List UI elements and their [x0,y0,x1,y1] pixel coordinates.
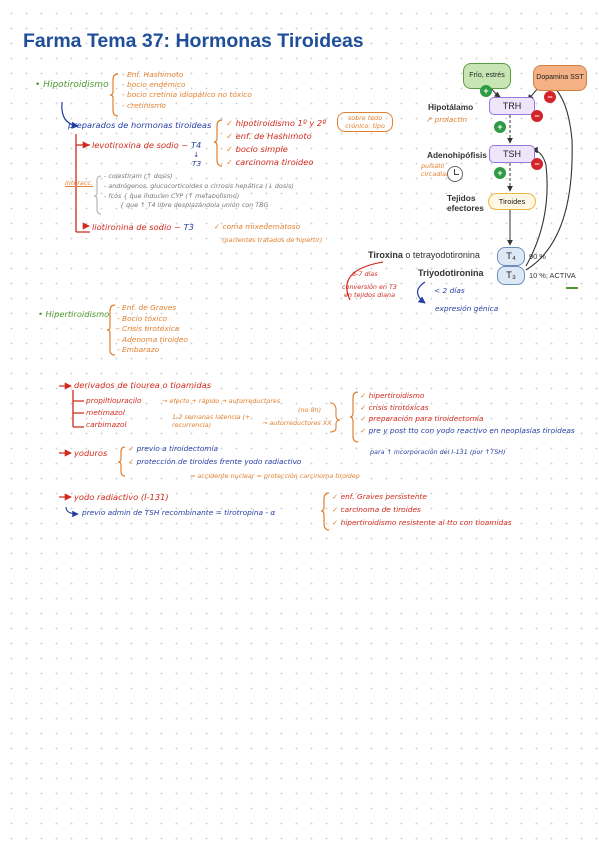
hiper-causes-list: - Enf. de Graves - Bocio tóxico - Crisis… [117,303,188,356]
list-item: ✓ pre y post tto con yodo reactivo en ne… [360,425,575,435]
ptu-effect: → efecto + rápido → autorreductores [162,397,281,405]
interacc-list: - colestiram (↑ dosis) - andrógenos, glu… [104,172,294,211]
tioamidas-extra: para ↑ incorporación del I-131 (por ↑TSH… [370,448,506,456]
adenohipofisis-label: Adenohipófisis [427,150,487,160]
levo-indications: ✓ hipotiroidismo 1º y 2º ✓ enf. de Hashi… [226,117,326,169]
levo-t3: T3 [192,159,202,168]
tioamidas-heading: derivados de tiourea o tioamidas [74,380,212,390]
interacc-label: interacc. [65,179,93,187]
tejidos-label: Tejidos efectores [447,193,484,213]
drug-metimazol: metimazol [86,408,125,418]
list-item: ✓ hipotiroidismo 1º y 2º [226,118,327,128]
trh-box: TRH [489,97,535,115]
list-item: ✓ hipertiroidismo resistente al tto con … [332,518,512,528]
list-item: - Crisis tirotóxica [117,324,180,334]
tioamidas-indications: ✓ hipertiroidismo ✓ crisis tirotóxicas ✓… [360,390,575,436]
list-item: ✓ crisis tirotóxicas [360,402,429,412]
ptu-no: (no 8h) [298,406,322,414]
bullet-hipotiroidismo: • Hipotiroidismo [35,80,109,90]
list-item: ✓ preparación para tiroidectomía [360,414,484,423]
lio-note: (pacientes tratados de hipertir) [222,236,323,244]
stimulus-box: Frío, estrés [463,63,511,89]
list-item: - Adenoma tiroideo [117,334,188,344]
gene-expression: expresión génica [435,304,499,313]
t4-percent: 90 % [529,252,546,261]
yoduros-list: ✓ previo a tiroidectomía ✓ protección de… [128,443,301,469]
t4-box: T₄ [497,247,525,266]
tsh-box: TSH [489,145,535,163]
list-item: ✓ enf. Graves persistente [332,492,427,501]
conversion-days: 6-7 días [352,270,378,278]
list-item: ✓ protección de tiroides frente yodo rad… [128,456,302,466]
list-item: { que ↑ T4 libre desplazándola unión con… [120,201,269,210]
conversion-note: conversión en T3 en tejidos diana [342,283,397,299]
tiroxina-label: Tiroxina o tetrayodotironina [368,250,480,260]
yodo-indications: ✓ enf. Graves persistente ✓ carcinoma de… [332,490,512,530]
minus-icon: − [531,110,543,122]
lio-indication: ✓ coma mixedematoso [214,222,301,231]
list-item: ✓ enf. de Hashimoto [226,131,312,141]
yoduros-eq: = accidente nuclear = protección carcino… [190,472,360,480]
t3-box: T₃ [497,266,525,285]
list-item: - Enf. de Graves [117,303,177,312]
carbi-aut: → autorreductores XX [262,419,332,427]
list-item: - Embarazo [117,345,160,355]
minus-icon: − [531,158,543,170]
page-title: Farma Tema 37: Hormonas Tiroideas [23,30,364,52]
hipotiroidismo-label: Hipotiroidismo [43,80,109,90]
list-item: - Enf. Hashimoto [122,70,184,79]
prolactin-note: ↗ prolactin [426,115,468,124]
list-item: - cretinismo [122,100,166,110]
preparados-heading: preparados de hormonas tiroideas [68,120,212,130]
list-item: - colestiram (↑ dosis) [104,172,173,180]
list-item: ✓ carcinoma tiroideo [226,157,314,167]
bullet-hipertiroidismo: • Hipertiroidismo [38,309,110,319]
drug-propiltiouracilo: propiltiouracilo [86,396,142,405]
hipertiroidismo-label: Hipertiroidismo [45,309,110,319]
list-item: ✓ hipertiroidismo [360,391,425,400]
plus-icon: + [480,85,492,97]
clock-icon [447,166,463,182]
levo-t4: T4 [190,140,202,150]
carbi-effect: 1-2 semanas latencia (+ recurrencia) [172,413,251,429]
plus-icon: + [494,121,506,133]
list-item: - fcos { que inducen CYP (↑ metabolismo) [104,191,240,200]
list-item: - andrógenos, glucocorticoides o cirrosi… [104,181,294,190]
plus-icon: + [494,167,506,179]
list-item: - bocio cretinia idiopático no tóxico [122,90,252,100]
inhibitor-box: Dopamina SST [533,65,587,91]
triyodotironina-label: Triyodotironina [418,268,484,278]
list-item: - Bocio tóxico [117,313,168,323]
tiroides-box: Tiroides [488,193,536,210]
minus-icon: − [544,91,556,103]
list-item: ✓ previo a tiroidectomía [128,444,219,453]
levo-arrow: ↓ [193,150,200,159]
yodo-sub: previo admin de TSH recombinante = tirot… [82,508,276,517]
adeno-note: pulsátil circadiano [421,162,455,178]
levo-note: sobre todo crónico: tipo [337,112,393,132]
list-item: - bocio endémico [122,80,186,90]
yodo-heading: yodo radiactivo (I-131) [74,492,169,502]
levotiroxina-label: levotiroxina de sodio ~ T4 [92,140,202,150]
liotironina-label: liotironina de sodio ~ T3 [92,222,194,232]
t3-percent: 10 %; ACTIVA [529,271,576,280]
hipo-causes-list: - Enf. Hashimoto - bocio endémico - boci… [122,70,252,111]
tioamidas-drugs: propiltiouracilo metimazol carbimazol [86,395,141,432]
list-item: ✓ bocio simple [226,144,288,154]
half-life: < 2 días [434,286,465,295]
drug-carbimazol: carbimazol [86,420,127,430]
yoduros-heading: yoduros [74,448,108,458]
list-item: ✓ carcinoma de tiroides [332,505,421,515]
hipotalamo-label: Hipotálamo [428,102,474,112]
